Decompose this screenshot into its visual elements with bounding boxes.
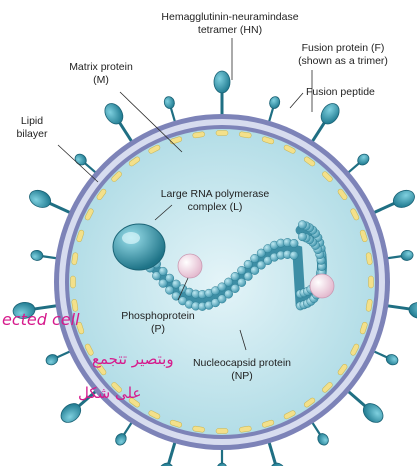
hn-spike-head: [155, 461, 177, 466]
label-hn-1: Hemagglutinin-neuramindase: [161, 11, 298, 23]
hn-spike-head: [27, 187, 54, 211]
fusion-spike-head: [316, 432, 331, 448]
label-polymerase-1: Large RNA polymerase: [161, 188, 270, 200]
label-nucleocapsid-1: Nucleocapsid protein: [193, 357, 291, 369]
handwriting-line-3: على شكل: [78, 384, 141, 402]
polymerase-complex: [113, 224, 165, 270]
label-phospho-1: Phosphoprotein: [121, 310, 195, 322]
handwriting-line-2: وبتصير تتجمع: [92, 350, 174, 368]
label-matrix-2: (M): [93, 74, 109, 86]
label-fusion-1: Fusion protein (F): [302, 42, 385, 54]
nucleocapsid-bead: [159, 267, 167, 275]
nucleocapsid-bead: [224, 290, 232, 298]
handwriting-line-1: ected cell: [2, 310, 80, 329]
label-lipid-2: bilayer: [17, 128, 48, 140]
fusion-spike-head: [400, 250, 413, 262]
nucleocapsid-bead: [237, 266, 245, 274]
nucleocapsid-bead: [290, 251, 298, 259]
matrix-protein-unit: [71, 276, 76, 288]
hn-spike-head: [391, 187, 417, 211]
nucleocapsid-bead: [165, 274, 173, 282]
label-hn-2: tetramer (HN): [198, 24, 262, 36]
fusion-spike-head: [268, 95, 281, 109]
label-polymerase-2: complex (L): [188, 201, 243, 213]
hn-spike-head: [101, 100, 126, 127]
hn-spike-head: [317, 100, 342, 127]
fusion-spike-head: [30, 250, 43, 262]
nucleocapsid-bead: [290, 239, 298, 247]
leader-lipid: [58, 145, 98, 182]
fusion-spike-head: [385, 353, 400, 367]
nucleocapsid-bead: [244, 260, 252, 268]
label-fusion-peptide: Fusion peptide: [306, 86, 375, 98]
hn-spike-head: [408, 301, 417, 320]
nucleocapsid-bead: [237, 278, 245, 286]
fusion-spike-head: [44, 353, 59, 367]
nucleocapsid-bead: [298, 221, 306, 229]
matrix-protein-unit: [369, 276, 374, 288]
phosphoprotein-sphere-2: [310, 274, 334, 298]
label-fusion-2: (shown as a trimer): [298, 55, 388, 67]
hn-spike-head: [268, 461, 290, 466]
phosphoprotein-sphere-1: [178, 254, 202, 278]
fusion-spike-head: [163, 95, 176, 109]
fusion-spike-head: [113, 432, 128, 448]
label-nucleocapsid-2: (NP): [231, 370, 253, 382]
label-lipid-1: Lipid: [21, 115, 43, 127]
nucleocapsid-bead: [165, 286, 173, 294]
nucleocapsid-bead: [298, 233, 306, 241]
nucleocapsid-bead: [231, 272, 239, 280]
nucleocapsid-bead: [244, 272, 252, 280]
polymerase-highlight: [122, 232, 140, 244]
nucleocapsid-bead: [224, 278, 232, 286]
hn-spike-head: [214, 71, 230, 93]
label-matrix-1: Matrix protein: [69, 61, 133, 73]
label-phospho-2: (P): [151, 323, 165, 335]
matrix-protein-unit: [216, 131, 228, 136]
polymerase-sphere: [113, 224, 165, 270]
matrix-protein-unit: [216, 429, 228, 434]
leader-fusion-peptide: [290, 93, 303, 108]
nucleocapsid-bead: [231, 284, 239, 292]
